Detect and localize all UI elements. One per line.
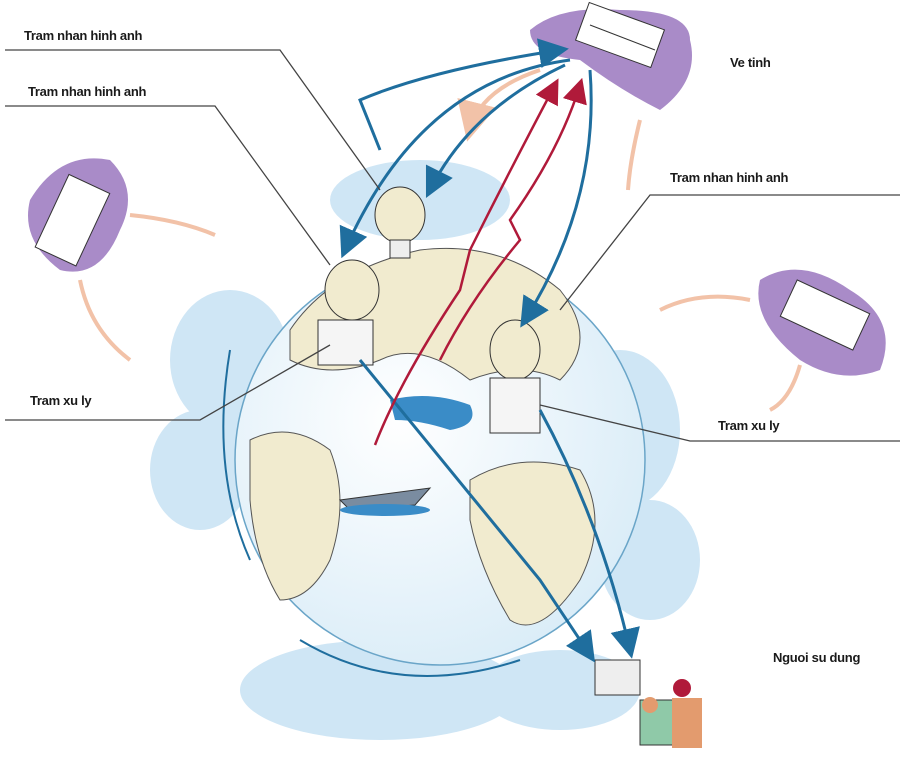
label-processing-station-right: Tram xu ly — [718, 418, 780, 433]
label-receiving-station-2: Tram nhan hinh anh — [28, 84, 147, 99]
orbit-arrows — [78, 68, 802, 412]
label-satellite: Ve tinh — [730, 55, 771, 70]
callout-lines — [5, 49, 900, 442]
user-workstation — [594, 659, 702, 748]
label-receiving-station-1: Tram nhan hinh anh — [24, 28, 143, 43]
receiving-dish-1 — [374, 186, 426, 259]
satellite-left — [28, 158, 128, 272]
receiving-dish-2 — [317, 259, 380, 366]
downlink-arrows — [339, 38, 640, 663]
satellite-top — [530, 1, 692, 110]
label-user: Nguoi su dung — [773, 650, 861, 665]
satellite-right — [758, 269, 886, 376]
receiving-dish-3 — [489, 319, 541, 434]
uplink-arrows — [373, 77, 587, 446]
ship — [338, 487, 432, 516]
label-processing-station-left: Tram xu ly — [30, 393, 92, 408]
globe — [222, 247, 646, 677]
label-receiving-station-3: Tram nhan hinh anh — [670, 170, 789, 185]
